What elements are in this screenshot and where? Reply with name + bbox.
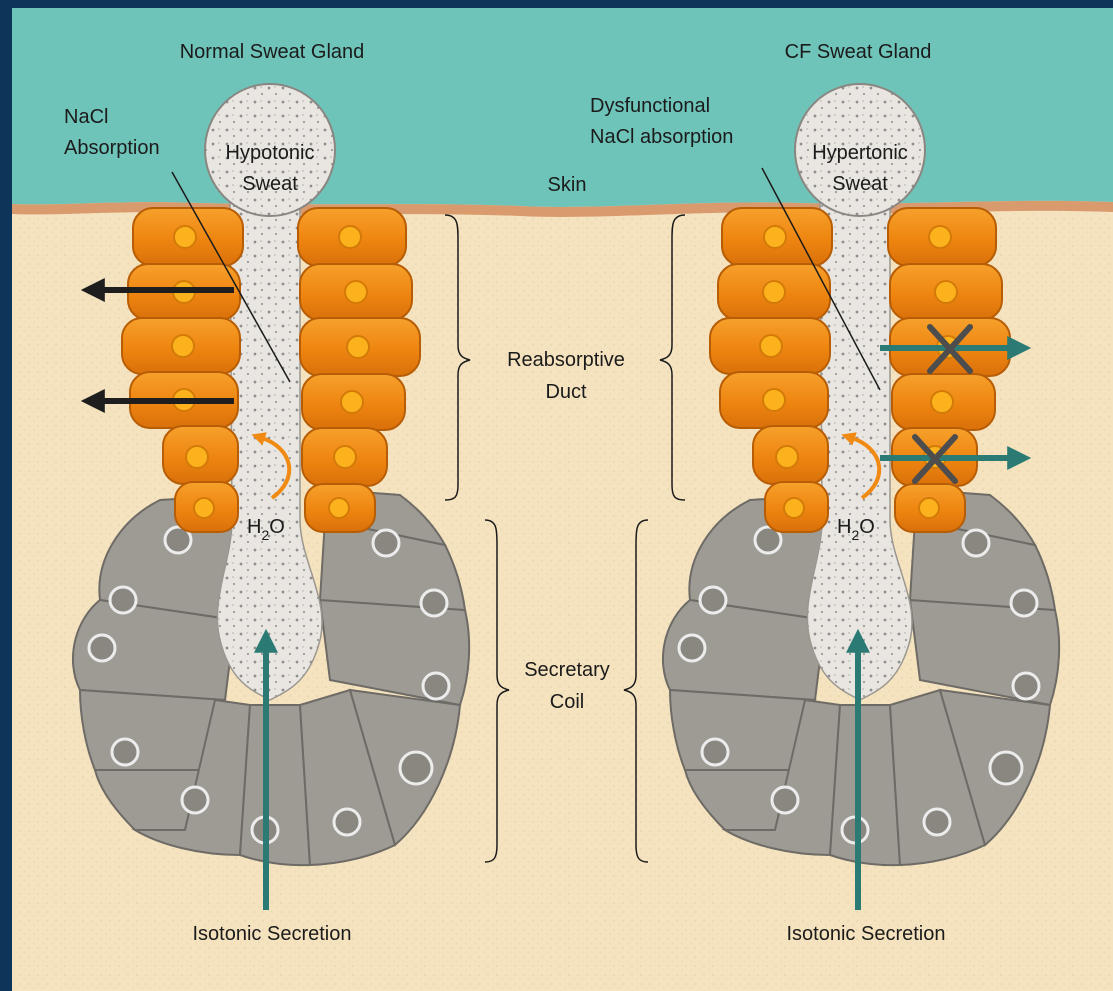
reabsorptive-duct-label-line2: Duct [545, 381, 587, 403]
hypotonic-label-line1: Hypotonic [226, 142, 315, 164]
dysfunctional-label-line1: Dysfunctional [590, 95, 710, 117]
isotonic-secretion-label-right: Isotonic Secretion [787, 923, 946, 945]
hypertonic-label-line1: Hypertonic [812, 142, 908, 164]
secretary-coil-label-line1: Secretary [524, 659, 610, 681]
hypertonic-label-line2: Sweat [832, 173, 888, 195]
isotonic-secretion-label-left: Isotonic Secretion [193, 923, 352, 945]
dysfunctional-label-line2: NaCl absorption [590, 126, 733, 148]
nacl-absorption-label-line2: Absorption [64, 137, 160, 159]
cf-gland-title: CF Sweat Gland [785, 41, 932, 63]
normal-gland-title: Normal Sweat Gland [180, 41, 365, 63]
skin-label: Skin [548, 174, 587, 196]
hypotonic-label-line2: Sweat [242, 173, 298, 195]
secretary-coil-label-line2: Coil [550, 691, 584, 713]
reabsorptive-duct-label-line1: Reabsorptive [507, 349, 625, 371]
nacl-absorption-label-line1: NaCl [64, 106, 108, 128]
